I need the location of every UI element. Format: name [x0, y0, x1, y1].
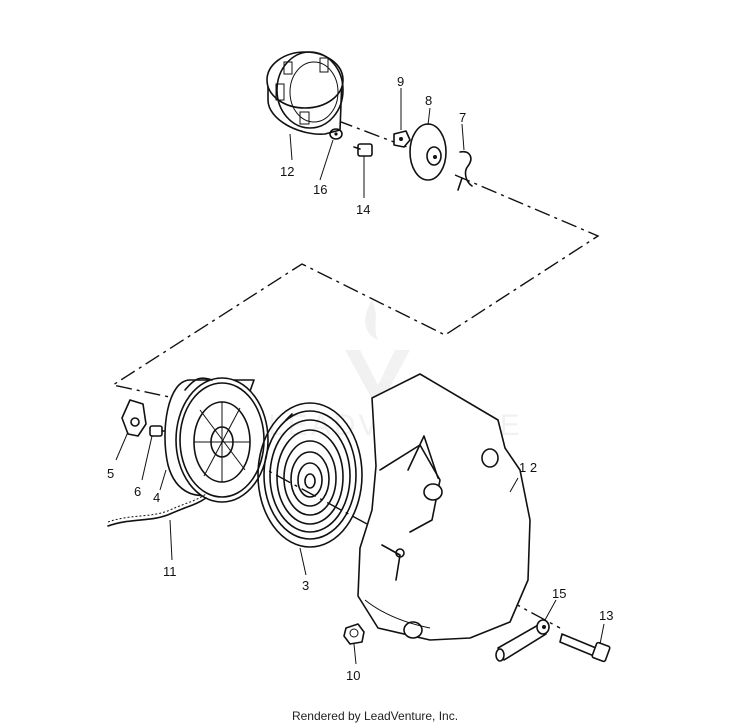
callout-12-top: 12: [280, 164, 294, 179]
part-13-long-bolt: [559, 633, 611, 663]
callout-labels: 12 16 14 9 8 7 5 6 4 11 3 1 2 15 13 10: [107, 74, 613, 683]
part-15-sleeve: [495, 619, 550, 662]
callout-14: 14: [356, 202, 370, 217]
part-4-rope-reel: [164, 377, 269, 503]
part-14-bolt: [353, 143, 373, 157]
part-16-washer: [329, 128, 343, 140]
callout-12-bottom: 1 2: [519, 460, 537, 475]
part-12-drive-cup: [266, 51, 344, 135]
part-3-recoil-spring: [257, 402, 363, 548]
part-5-bracket: [121, 399, 147, 437]
callout-8: 8: [425, 93, 432, 108]
callout-7: 7: [459, 110, 466, 125]
part-12-housing-cover: [357, 373, 531, 641]
callout-6: 6: [134, 484, 141, 499]
callout-3: 3: [302, 578, 309, 593]
callout-10: 10: [346, 668, 360, 683]
callout-9: 9: [397, 74, 404, 89]
callout-5: 5: [107, 466, 114, 481]
callout-4: 4: [153, 490, 160, 505]
callout-15: 15: [552, 586, 566, 601]
callout-16: 16: [313, 182, 327, 197]
callout-13: 13: [599, 608, 613, 623]
leader-lines: [115, 88, 605, 665]
callout-11: 11: [163, 564, 177, 579]
part-9-nut: [393, 130, 411, 148]
part-8-ratchet-plate: [409, 123, 447, 181]
footer-credit: Rendered by LeadVenture, Inc.: [291, 709, 459, 723]
part-10-nut: [343, 623, 365, 645]
part-11-starter-rope: [107, 493, 207, 527]
part-7-clip: [457, 150, 473, 191]
